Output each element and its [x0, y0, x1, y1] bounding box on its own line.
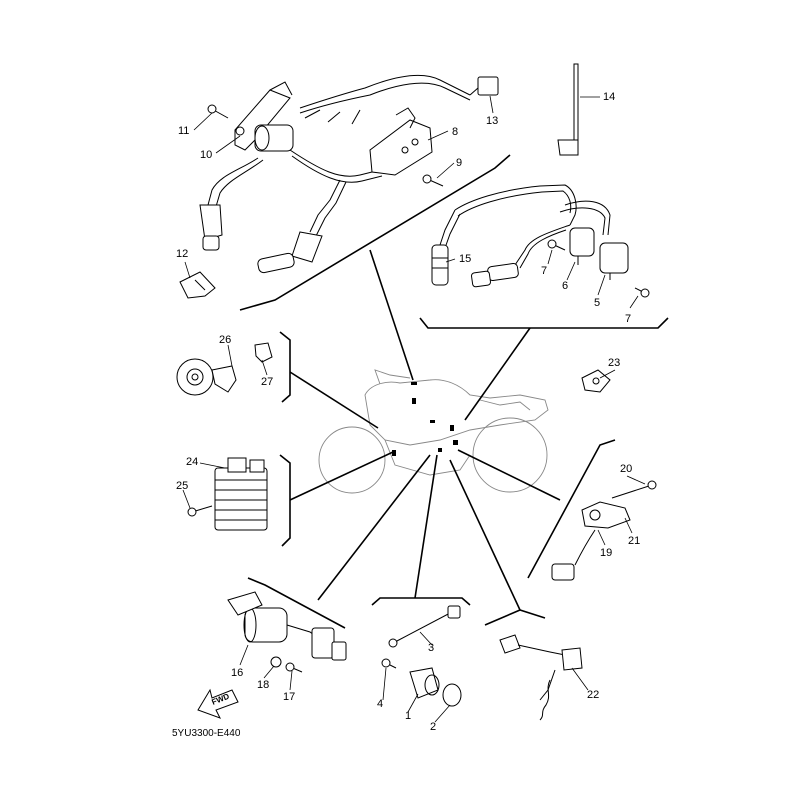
- ignition-coil-assembly-left: [179, 74, 499, 299]
- callout-18: 18: [257, 679, 269, 691]
- speed-sensor-assembly: [551, 480, 657, 581]
- starter-motor-assembly: [227, 591, 347, 673]
- callout-13: 13: [486, 115, 498, 127]
- callout-16: 16: [231, 667, 243, 679]
- diagram-code: 5YU3300-E440: [172, 728, 241, 739]
- callout-6: 6: [562, 280, 568, 292]
- callout-20: 20: [620, 463, 632, 475]
- sidestand-switch-assembly: [499, 634, 583, 721]
- callout-1: 1: [405, 710, 411, 722]
- callout-19: 19: [600, 547, 612, 559]
- callout-15: 15: [459, 253, 471, 265]
- callout-24: 24: [186, 456, 198, 468]
- callout-labels: 1 2 3 4 5 6 7 7 8 9 10 11 12 13 14 15 16…: [176, 91, 640, 733]
- callout-17: 17: [283, 691, 295, 703]
- callout-7b: 7: [625, 313, 631, 325]
- callout-4: 4: [377, 698, 383, 710]
- callout-26: 26: [219, 334, 231, 346]
- callout-14: 14: [603, 91, 615, 103]
- callout-25: 25: [176, 480, 188, 492]
- callout-2: 2: [430, 721, 436, 733]
- callout-3: 3: [428, 642, 434, 654]
- rectifier-assembly: [187, 457, 268, 531]
- callout-10: 10: [200, 149, 212, 161]
- callout-9: 9: [456, 157, 462, 169]
- group-leader-lines: [239, 154, 669, 629]
- callout-12: 12: [176, 248, 188, 260]
- horn-assembly: [176, 342, 273, 396]
- callout-5: 5: [594, 297, 600, 309]
- location-markers: [392, 382, 458, 456]
- callout-22: 22: [587, 689, 599, 701]
- callout-7a: 7: [541, 265, 547, 277]
- callout-8: 8: [452, 126, 458, 138]
- callout-21: 21: [628, 535, 640, 547]
- callout-27: 27: [261, 376, 273, 388]
- relay-clamp: [581, 369, 611, 393]
- neutral-switch-assembly: [381, 605, 462, 707]
- callout-23: 23: [608, 357, 620, 369]
- ignition-coil-assembly-right: [431, 63, 650, 298]
- forward-arrow: FWD: [197, 688, 239, 719]
- motorcycle-outline: [318, 369, 549, 494]
- callout-leaders: [182, 95, 646, 723]
- callout-11: 11: [178, 125, 189, 137]
